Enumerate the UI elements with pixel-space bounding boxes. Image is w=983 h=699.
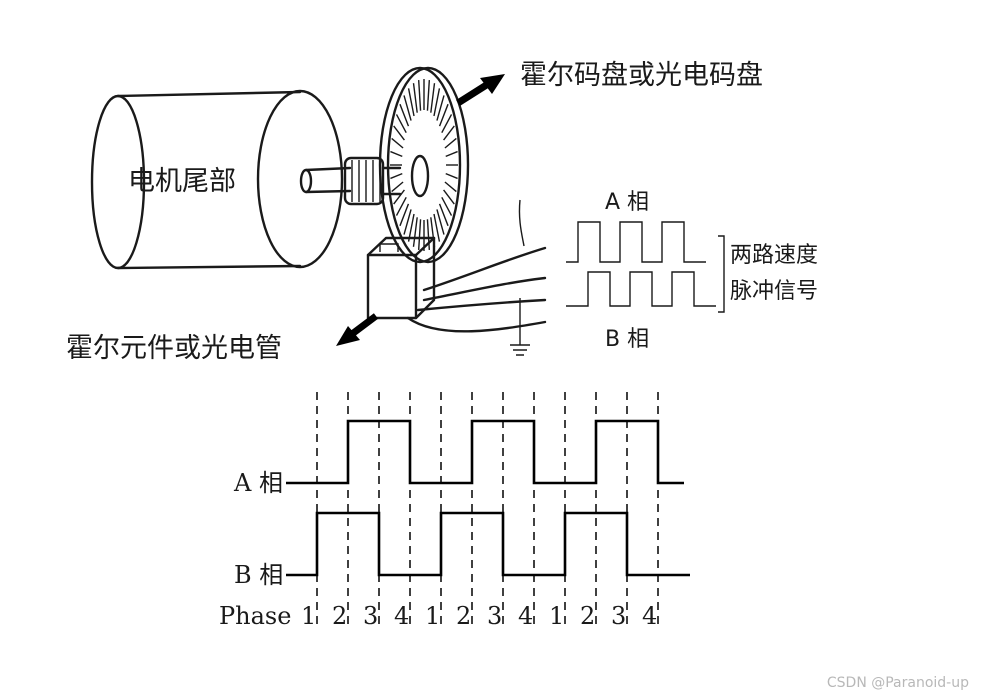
- disk-label: 霍尔码盘或光电码盘: [520, 60, 763, 91]
- csdn-watermark: CSDN @Paranoid-up: [826, 675, 969, 691]
- signal-bracket: [718, 235, 725, 313]
- wires: [406, 199, 547, 356]
- phase-number: 2: [332, 602, 347, 630]
- small-wave-a: [566, 221, 706, 263]
- arrow-to-sensor-label: [336, 313, 379, 346]
- sensor-label: 霍尔元件或光电管: [66, 333, 282, 364]
- timing-wave-a: [286, 419, 684, 485]
- motor-cylinder: [90, 89, 344, 270]
- phase-number: 1: [549, 602, 564, 630]
- small-wave-b: [566, 271, 716, 307]
- small-phase-b-label: B 相: [605, 327, 649, 352]
- phase-number: 4: [642, 602, 657, 630]
- arrow-to-disk-label: [456, 74, 505, 106]
- phase-number: 2: [580, 602, 595, 630]
- timing-phase-b-label: B 相: [234, 561, 283, 589]
- motor-shaft: [299, 166, 352, 194]
- signal-label-line1: 两路速度: [730, 243, 818, 268]
- phase-number: 4: [518, 602, 533, 630]
- signal-label-line2: 脉冲信号: [730, 279, 818, 304]
- small-phase-a-label: A 相: [605, 190, 649, 215]
- phase-number: 3: [363, 602, 378, 630]
- phase-number: 3: [611, 602, 626, 630]
- code-disk: [378, 66, 470, 264]
- phase-number: 2: [456, 602, 471, 630]
- timing-wave-b: [286, 511, 690, 577]
- phase-number: 4: [394, 602, 409, 630]
- phase-number: 1: [301, 602, 316, 630]
- phase-number: 3: [487, 602, 502, 630]
- timing-phase-a-label: A 相: [233, 469, 283, 497]
- phase-row-title: Phase: [219, 602, 291, 630]
- coupling-gear: [343, 156, 402, 206]
- motor-label: 电机尾部: [128, 166, 236, 197]
- phase-boundary-lines: [316, 392, 659, 630]
- phase-number: 1: [425, 602, 440, 630]
